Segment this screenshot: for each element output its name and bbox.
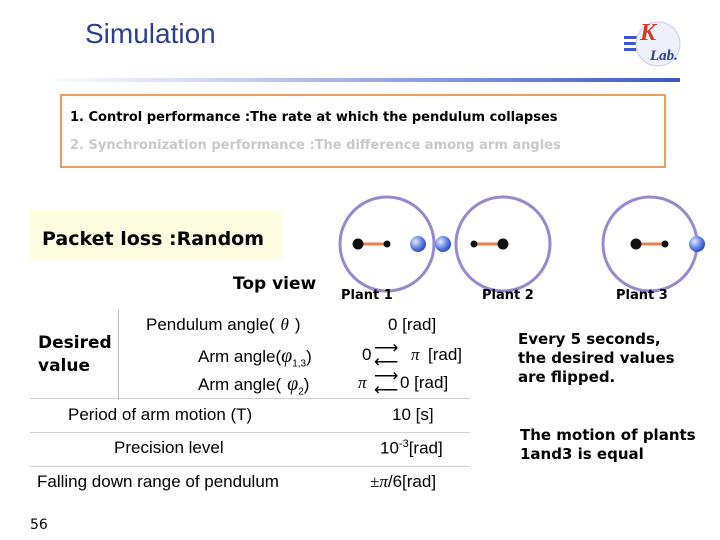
arm-angle-2-close: ) bbox=[303, 375, 310, 394]
row-divider bbox=[30, 398, 470, 399]
plant-2-diagram bbox=[435, 195, 552, 293]
logo-letter-k: K bbox=[639, 20, 658, 46]
plant-1-diagram bbox=[338, 195, 436, 293]
arm-period-value: 10 [s] bbox=[392, 405, 434, 424]
precision-level-label: Precision level bbox=[114, 438, 224, 457]
pendulum-angle-label: Pendulum angle( θ) bbox=[146, 315, 301, 335]
falling-range-prefix: ±π bbox=[370, 472, 388, 491]
precision-base: 10 bbox=[380, 438, 399, 458]
precision-level-value: 10-3[rad] bbox=[380, 438, 443, 459]
row-divider bbox=[30, 432, 470, 433]
falling-range-rest: /6[rad] bbox=[387, 472, 437, 491]
pendulum-angle-text: Pendulum angle( bbox=[146, 315, 275, 334]
desired-label-line2: value bbox=[38, 356, 91, 376]
flip-note-line: Every 5 seconds, bbox=[518, 330, 661, 348]
phi-symbol: φ bbox=[281, 345, 293, 367]
arm-angle-13-label: Arm angle(φ1,3) bbox=[198, 345, 312, 369]
arrow-left-icon: ⟵ bbox=[374, 352, 399, 371]
theta-symbol: θ bbox=[280, 315, 289, 334]
packet-loss-highlight bbox=[30, 210, 282, 260]
plant-3-diagram bbox=[601, 195, 705, 293]
flip-note: Every 5 seconds, the desired values are … bbox=[518, 330, 675, 387]
packet-loss-label: Packet loss :Random bbox=[42, 228, 265, 250]
pendulum-angle-value: 0 [rad] bbox=[388, 315, 437, 334]
row-divider bbox=[30, 466, 470, 467]
page-number: 56 bbox=[30, 517, 48, 533]
arrow-right-icon: ⟶ bbox=[374, 338, 399, 357]
arm-period-label: Period of arm motion (T) bbox=[68, 405, 253, 424]
arm-angle-13-close: ) bbox=[306, 347, 312, 366]
desired-label-line1: Desired bbox=[38, 333, 112, 353]
desired-divider bbox=[118, 310, 119, 400]
equal-motion-note: The motion of plants 1and3 is equal bbox=[520, 426, 696, 464]
plant-3-label: Plant 3 bbox=[616, 288, 668, 303]
phi-subscript-13: 1,3 bbox=[292, 358, 307, 370]
control-performance-text: 1. Control performance :The rate at whic… bbox=[70, 110, 558, 125]
top-view-label: Top view bbox=[233, 274, 317, 294]
arm-angle-2-label: Arm angle( φ2) bbox=[198, 373, 309, 397]
synchronization-performance-text: 2. Synchronization performance :The diff… bbox=[70, 138, 561, 153]
precision-exponent: -3 bbox=[398, 438, 409, 450]
phi-symbol-2: φ bbox=[287, 373, 299, 395]
arm-angle-2-value: 0 [rad] bbox=[400, 373, 449, 392]
performance-criteria-box: 1. Control performance :The rate at whic… bbox=[60, 94, 666, 168]
flip-note-line: the desired values bbox=[518, 349, 675, 367]
arm-angle-13-value-start: 0 bbox=[362, 345, 372, 364]
plant-1-label: Plant 1 bbox=[341, 288, 393, 303]
arm-angle-2-text: Arm angle( bbox=[198, 375, 282, 394]
slide-title: Simulation bbox=[85, 18, 216, 49]
k-lab-logo: K Lab. bbox=[624, 20, 681, 67]
equal-note-line: 1and3 is equal bbox=[520, 445, 644, 463]
logo-text-lab: Lab. bbox=[649, 48, 678, 64]
arm-angle-2-value-pi: π bbox=[358, 373, 367, 392]
plant-2-label: Plant 2 bbox=[482, 288, 534, 303]
phi-subscript-2: 2 bbox=[298, 386, 304, 398]
falling-range-label: Falling down range of pendulum bbox=[37, 472, 279, 491]
arm-angle-13-text: Arm angle( bbox=[198, 347, 282, 366]
title-divider bbox=[40, 78, 680, 82]
arm-angle-13-unit: [rad] bbox=[428, 345, 463, 364]
arrow-right-icon-2: ⟶ bbox=[374, 366, 399, 385]
desired-value-label: Desired value bbox=[38, 332, 112, 378]
equal-note-line: The motion of plants bbox=[520, 426, 696, 444]
pendulum-angle-close: ) bbox=[294, 315, 301, 334]
arrow-left-icon-2: ⟵ bbox=[374, 380, 399, 399]
precision-unit: [rad] bbox=[408, 438, 443, 458]
falling-range-value: ±π/6[rad] bbox=[370, 472, 436, 492]
flip-note-line: are flipped. bbox=[518, 368, 616, 386]
arm-angle-13-value-pi: π bbox=[411, 345, 420, 364]
